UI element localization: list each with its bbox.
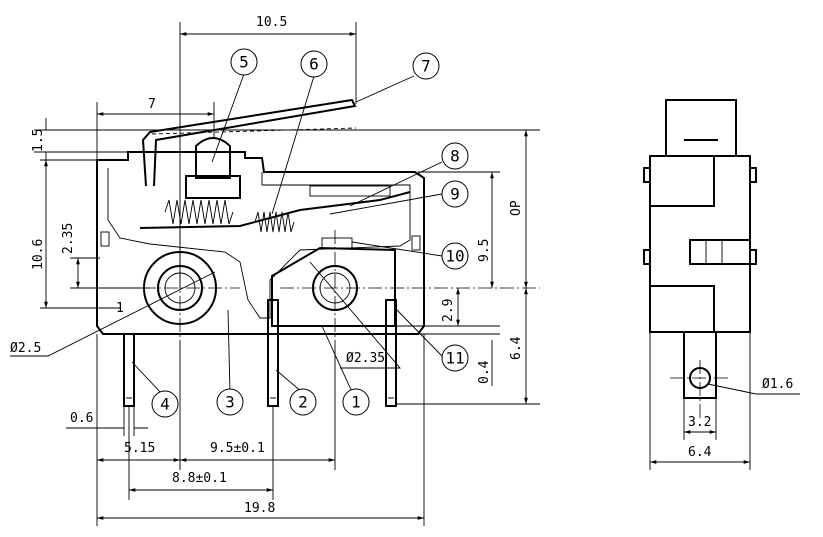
housing-outline (96, 151, 425, 335)
leader-7 (355, 75, 415, 103)
contact-blade (139, 191, 411, 229)
dim-dia1-6: Ø1.6 (762, 377, 793, 392)
callout-6-circle (300, 50, 328, 78)
spring-right (254, 211, 295, 233)
callout-9: 9 (450, 185, 460, 204)
dim-op: OP (509, 200, 524, 216)
callout-2: 2 (298, 393, 308, 412)
leader-dia2-5 (10, 271, 216, 357)
side-upper-block (650, 156, 715, 207)
front-view (96, 98, 540, 407)
leader-9 (329, 193, 443, 215)
dim-2-35: 2.35 (61, 223, 76, 254)
dim-1: 1 (116, 301, 124, 316)
side-window (689, 239, 751, 265)
callout-11: 11 (445, 349, 464, 368)
leader-8 (349, 161, 443, 207)
callout-6: 6 (309, 55, 319, 74)
lower-contact (321, 237, 353, 249)
callouts: 5 6 7 8 9 10 11 1 2 3 4 (131, 48, 469, 418)
side-tab-right (411, 235, 421, 251)
callout-10: 10 (445, 247, 464, 266)
plunger (195, 137, 231, 179)
right-mount-boss (271, 246, 396, 327)
ext-8-8 (128, 406, 274, 500)
dim-6-4-side: 6.4 (509, 336, 524, 360)
callout-8: 8 (450, 147, 460, 166)
terminal-4 (123, 333, 135, 407)
dim-19-8: 19.8 (244, 501, 275, 516)
side-window-dividers (705, 240, 723, 264)
side-lower-block (650, 285, 715, 332)
dim-9-5-tol: 9.5±0.1 (210, 441, 265, 456)
dim-6-4: 6.4 (688, 445, 712, 460)
dim-dia2-35: Ø2.35 (346, 351, 385, 366)
side-view: Ø1.6 3.2 6.4 (643, 99, 800, 470)
callout-1: 1 (351, 393, 361, 412)
ext-9-5 (179, 340, 336, 470)
side-tab-1 (643, 167, 651, 183)
side-tab-4 (749, 249, 757, 265)
dim-3-2: 3.2 (688, 415, 711, 430)
callout-5: 5 (239, 53, 249, 72)
callout-7: 7 (421, 57, 431, 76)
dim-8-8-tol: 8.8±0.1 (172, 471, 227, 486)
leader-6 (271, 75, 315, 215)
callout-8-circle (441, 142, 469, 170)
leader-10 (351, 241, 443, 257)
callout-7-circle (412, 52, 440, 80)
inner-cavity (107, 168, 411, 319)
side-tab-3 (643, 249, 651, 265)
callout-11-circle (441, 344, 469, 372)
lever-arm (141, 98, 357, 187)
side-tab-2 (749, 167, 757, 183)
dim-1-5: 1.5 (31, 129, 46, 152)
dim-7: 7 (148, 97, 156, 112)
dim-0-6: 0.6 (70, 411, 93, 426)
spring-left (164, 199, 234, 225)
dim-dia2-5: Ø2.5 (10, 341, 41, 356)
side-terminal-centerline (670, 360, 730, 420)
leader-1 (321, 325, 353, 393)
dim-5-15: 5.15 (124, 441, 155, 456)
side-body (649, 155, 751, 333)
plunger-base (185, 175, 241, 199)
side-terminal (683, 332, 717, 399)
side-tab-left (100, 231, 110, 247)
callout-3: 3 (225, 393, 235, 412)
ext-7 (96, 102, 215, 160)
callout-2-circle (289, 388, 317, 416)
leader-dia2-35 (309, 261, 401, 369)
dim-2-9: 2.9 (441, 299, 456, 322)
leader-2 (275, 369, 303, 393)
callout-1-circle (342, 388, 370, 416)
leader-11 (394, 307, 443, 357)
ext-2-35 (70, 257, 150, 289)
dim-10-6: 10.6 (31, 239, 46, 270)
callout-4: 4 (160, 395, 170, 414)
callout-4-circle (151, 390, 179, 418)
front-dimensions: 10.5 7 1.5 10.6 2.35 1 Ø2.5 0.6 5.15 (10, 15, 540, 526)
ext-10-5 (179, 22, 357, 290)
dim-0-4: 0.4 (477, 360, 492, 384)
side-actuator (665, 99, 737, 157)
lever-travel (151, 127, 357, 135)
terminal-1 (385, 299, 397, 407)
leader-dia1-6 (707, 383, 800, 395)
ext-1-5 (34, 129, 540, 153)
leader-3 (227, 309, 231, 393)
callout-10-circle (441, 242, 469, 270)
leader-5 (211, 73, 245, 163)
callout-3-circle (216, 388, 244, 416)
leader-4 (131, 361, 163, 395)
ext-6-4 (649, 332, 751, 470)
callout-5-circle (230, 48, 258, 76)
callout-9-circle (441, 180, 469, 208)
dim-10-5: 10.5 (256, 15, 287, 30)
ext-10-6 (40, 159, 120, 309)
dim-9-5: 9.5 (477, 239, 492, 262)
upper-contact (309, 185, 391, 197)
ext-0-6 (123, 406, 135, 436)
